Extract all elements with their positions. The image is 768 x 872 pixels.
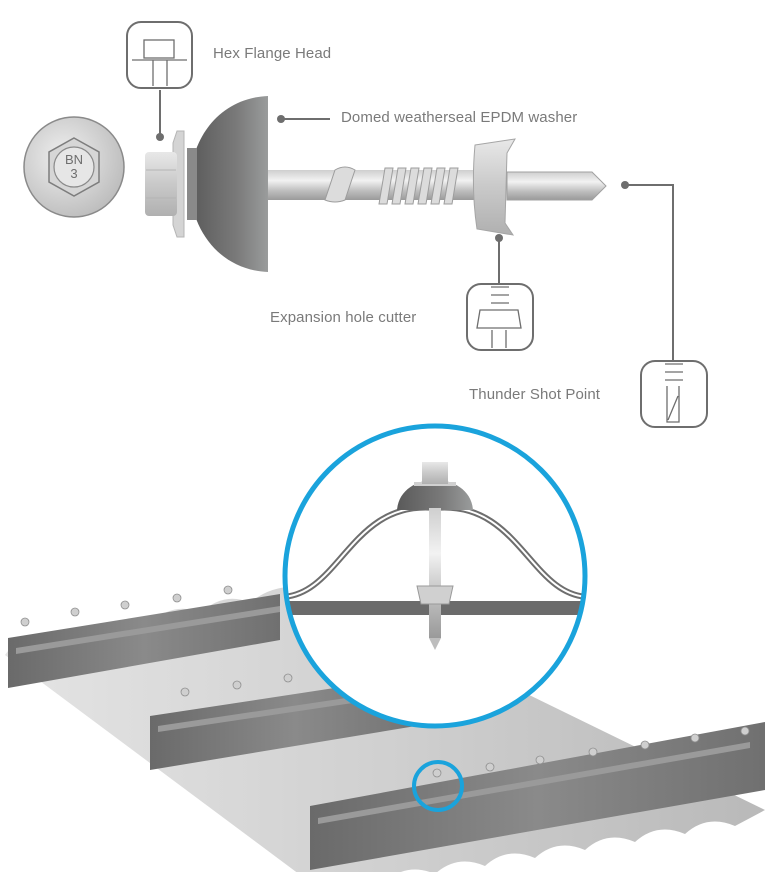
highlight-ring-small bbox=[412, 760, 464, 812]
hex-head bbox=[145, 152, 177, 216]
label-domed-washer: Domed weatherseal EPDM washer bbox=[341, 109, 578, 126]
expansion-cutter bbox=[472, 138, 516, 236]
highlight-ring-large bbox=[282, 423, 588, 729]
screw-threads bbox=[324, 166, 459, 205]
domed-washer bbox=[190, 96, 268, 272]
label-expansion-cutter: Expansion hole cutter bbox=[270, 309, 417, 326]
callout-icon-boxes bbox=[126, 21, 708, 428]
drill-point bbox=[506, 171, 607, 201]
zoom-detail bbox=[285, 462, 585, 650]
head-marking-line2: 3 bbox=[70, 166, 77, 181]
roof-assembly bbox=[5, 585, 765, 872]
head-marking-line1: BN bbox=[65, 152, 83, 167]
callout-lines bbox=[159, 90, 674, 368]
label-hex-flange-head: Hex Flange Head bbox=[213, 45, 332, 62]
head-top-view bbox=[23, 116, 125, 218]
label-thunder-shot-point: Thunder Shot Point bbox=[469, 386, 601, 403]
